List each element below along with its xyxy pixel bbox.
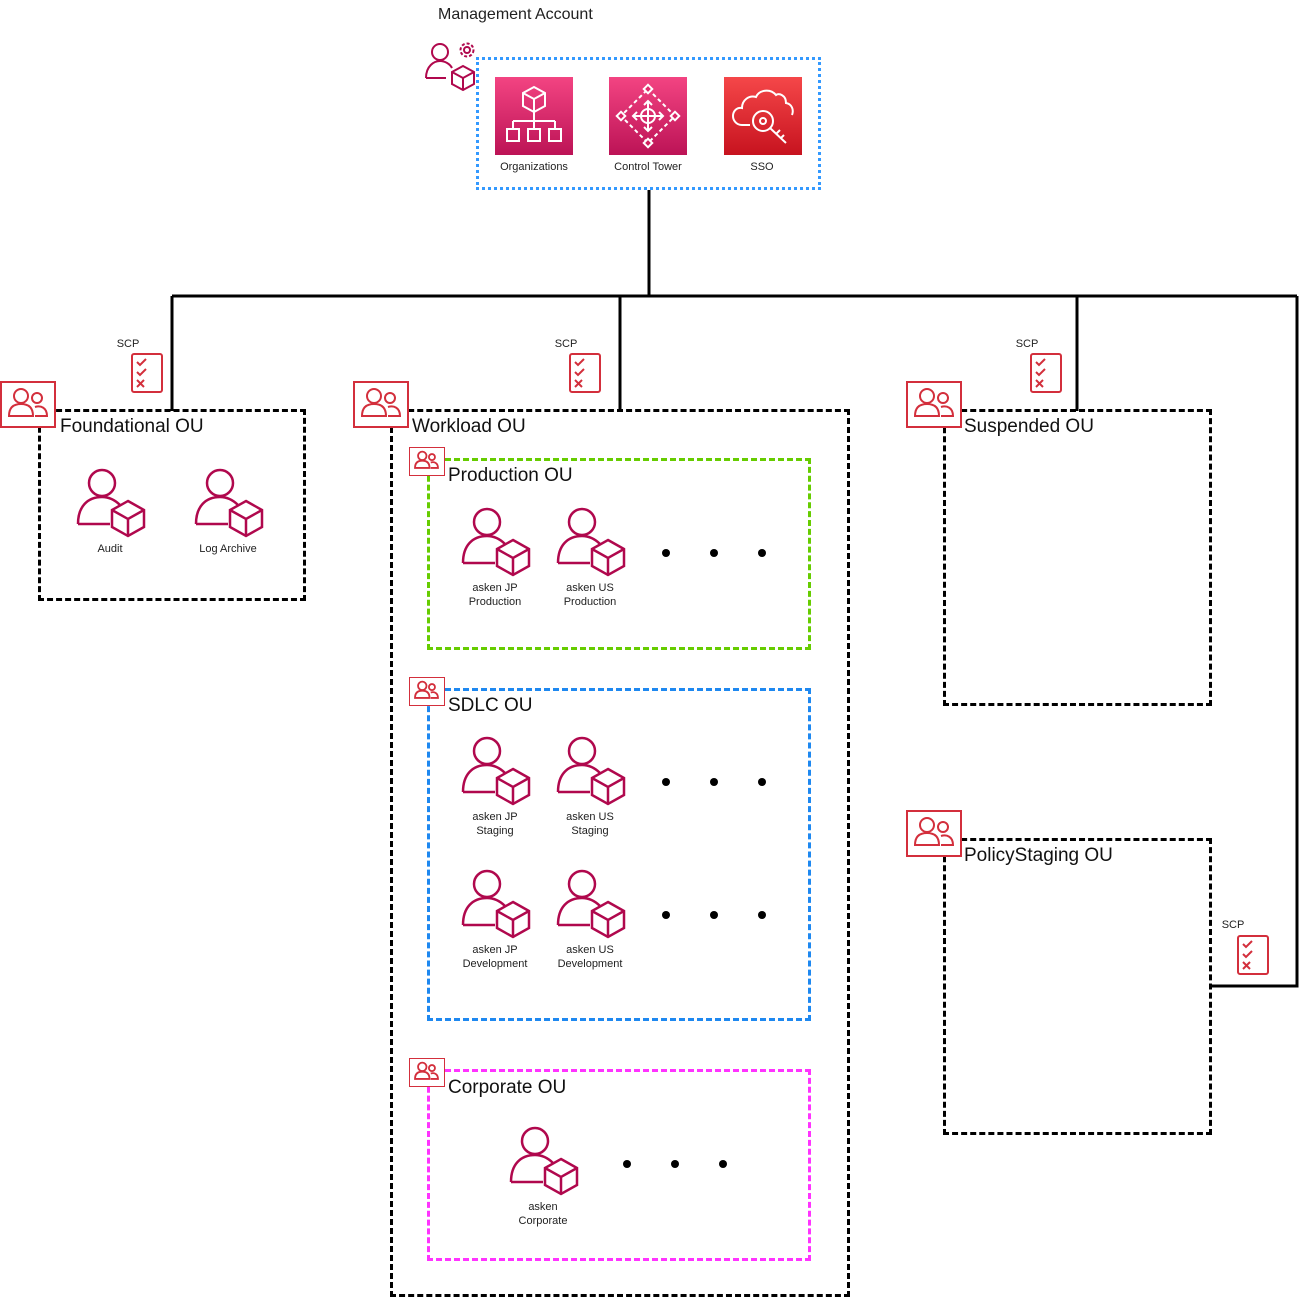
ou-icon-corporate — [409, 1058, 445, 1087]
sso-label: SSO — [750, 161, 774, 173]
control-tower-label: Control Tower — [614, 161, 682, 173]
management-account-icon — [424, 40, 478, 99]
control-tower-icon — [609, 77, 687, 155]
scp-label-workload: SCP — [554, 338, 578, 350]
scp-icon-policystaging[interactable] — [1237, 935, 1269, 980]
workload-ou-box — [390, 409, 850, 1297]
suspended-ou-box — [943, 409, 1212, 706]
control-tower-service[interactable] — [609, 77, 687, 155]
ou-icon-workload — [353, 381, 409, 428]
organizations-service[interactable] — [495, 77, 573, 155]
account-icon — [509, 1126, 579, 1196]
account-icon — [556, 507, 626, 577]
workload-ou-title: Workload OU — [412, 416, 526, 437]
scp-label-policystaging: SCP — [1221, 919, 1245, 931]
production-ou-title: Production OU — [448, 465, 573, 486]
account-icon — [556, 736, 626, 806]
organizations-label: Organizations — [500, 161, 568, 173]
account-icon — [461, 736, 531, 806]
sdlc-ou-title: SDLC OU — [448, 695, 533, 716]
management-account-title: Management Account — [438, 6, 593, 23]
connector-policystaging — [1211, 296, 1299, 988]
policystaging-ou-box — [943, 838, 1212, 1135]
account-icon — [556, 869, 626, 939]
sso-icon — [724, 77, 802, 155]
foundational-ou-box — [38, 409, 306, 601]
ou-icon-production — [409, 447, 445, 476]
corporate-ou-title: Corporate OU — [448, 1077, 567, 1098]
organizations-icon — [495, 77, 573, 155]
account-log-archive[interactable]: Log Archive — [190, 466, 266, 556]
account-audit[interactable]: Audit — [72, 466, 148, 556]
scp-label-suspended: SCP — [1015, 338, 1039, 350]
account-icon — [461, 507, 531, 577]
scp-icon-foundational[interactable] — [131, 353, 163, 398]
scp-icon-workload[interactable] — [569, 353, 601, 398]
production-ou-box — [427, 458, 811, 650]
account-icon — [194, 468, 264, 538]
scp-label-foundational: SCP — [116, 338, 140, 350]
ou-icon-sdlc — [409, 677, 445, 706]
policystaging-ou-title: PolicyStaging OU — [964, 845, 1113, 866]
ou-icon-policystaging — [906, 810, 962, 857]
suspended-ou-title: Suspended OU — [964, 416, 1094, 437]
sdlc-ou-box — [427, 688, 811, 1021]
sso-service[interactable] — [724, 77, 802, 155]
foundational-ou-title: Foundational OU — [60, 416, 204, 437]
ou-icon-suspended — [906, 381, 962, 428]
account-label: Audit — [97, 543, 123, 555]
ou-icon-foundational — [0, 381, 56, 428]
scp-icon-suspended[interactable] — [1030, 353, 1062, 398]
account-icon — [461, 869, 531, 939]
account-icon — [76, 468, 146, 538]
management-services-group — [476, 57, 821, 190]
corporate-ou-box — [427, 1069, 811, 1261]
account-label: Log Archive — [199, 543, 257, 555]
